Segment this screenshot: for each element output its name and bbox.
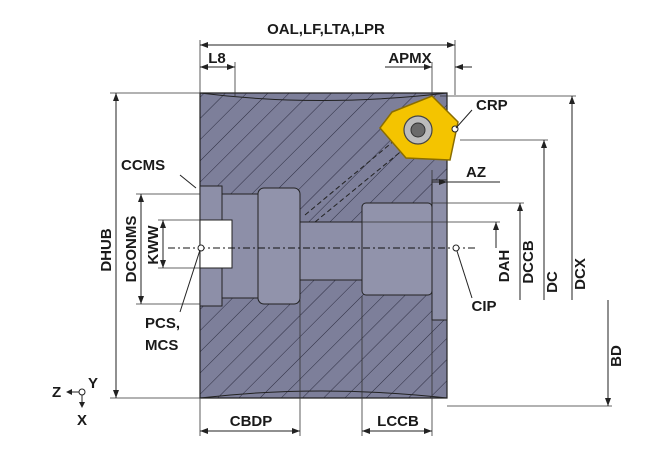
cip-point <box>452 244 460 252</box>
dim-bd <box>447 300 612 407</box>
ccms-leader <box>179 174 197 189</box>
label-cbdp: CBDP <box>230 413 273 430</box>
cip-leader <box>456 250 473 299</box>
dim-dccb <box>432 202 524 300</box>
label-oal: OAL,LF,LTA,LPR <box>267 21 385 38</box>
dim-dc <box>460 139 548 300</box>
crp-leader <box>455 109 473 129</box>
dim-dhub <box>110 92 200 399</box>
label-apmx: APMX <box>388 50 431 67</box>
dim-az <box>431 170 500 185</box>
label-dc: DC <box>544 271 561 293</box>
dim-kww <box>158 219 200 269</box>
cutter-body <box>199 92 448 399</box>
label-axis-z: Z <box>52 384 61 401</box>
coordinate-axes-icon <box>66 388 86 408</box>
dim-cbdp <box>199 300 301 436</box>
label-bd: BD <box>608 345 625 367</box>
label-dconms: DCONMS <box>123 216 140 283</box>
label-lccb: LCCB <box>377 413 419 430</box>
label-az: AZ <box>466 164 486 181</box>
label-kww: KWW <box>145 225 162 265</box>
dim-lccb <box>361 296 433 436</box>
pcs-leader <box>179 249 201 313</box>
label-dcx: DCX <box>572 258 589 290</box>
label-cip: CIP <box>471 298 496 315</box>
label-ccms: CCMS <box>121 157 165 174</box>
label-l8: L8 <box>208 50 226 67</box>
dim-dconms <box>136 193 200 305</box>
dim-apmx <box>385 62 472 96</box>
pcs-point <box>197 244 205 252</box>
dim-dcx <box>440 95 576 300</box>
label-dhub: DHUB <box>98 228 115 271</box>
label-pcs: PCS, <box>145 315 180 332</box>
label-mcs: MCS <box>145 337 178 354</box>
label-dah: DAH <box>496 250 513 283</box>
label-crp: CRP <box>476 97 508 114</box>
label-axis-y: Y <box>88 375 98 392</box>
label-axis-x: X <box>77 412 87 429</box>
dim-l8 <box>200 62 236 96</box>
insert <box>379 95 459 161</box>
dim-dah <box>362 221 500 248</box>
label-dccb: DCCB <box>520 240 537 283</box>
